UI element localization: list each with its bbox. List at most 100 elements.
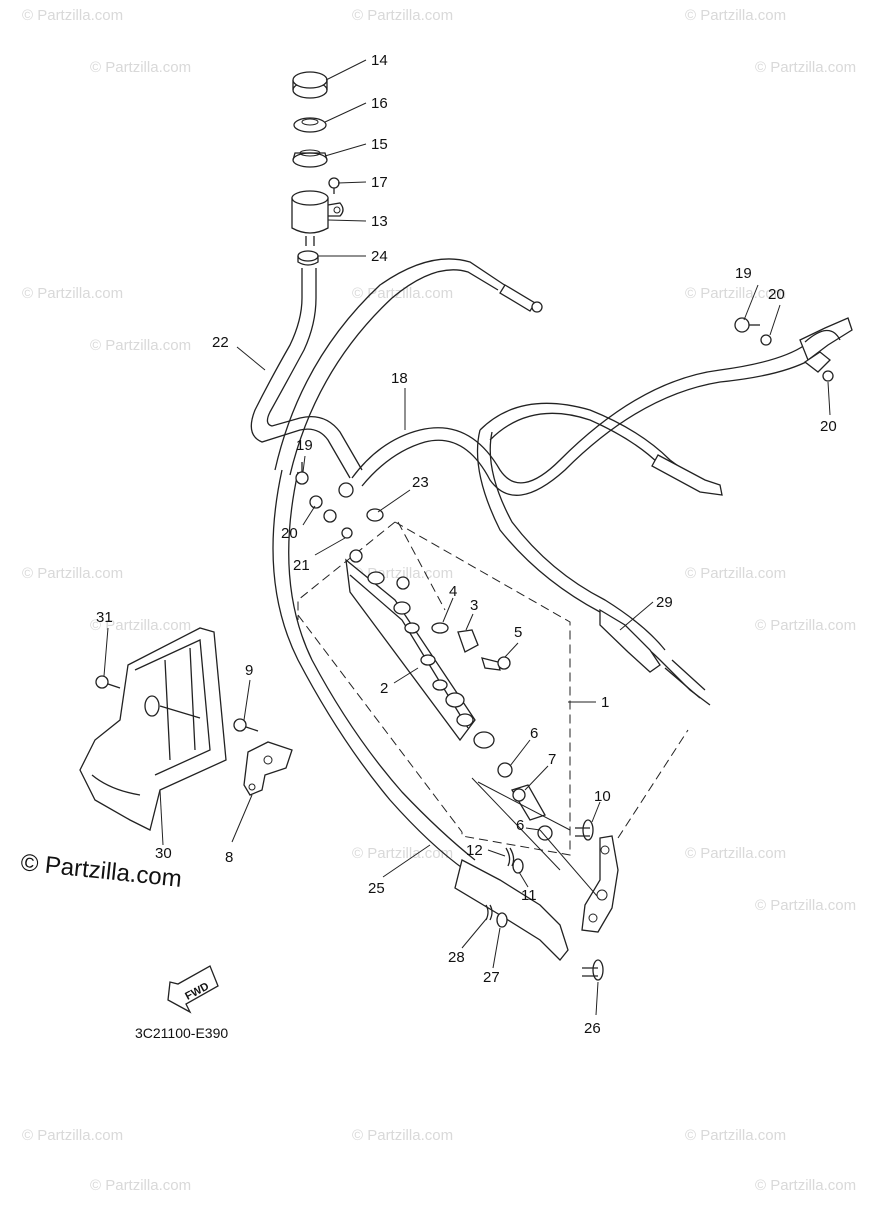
watermark: © Partzilla.com <box>22 285 123 302</box>
watermark: © Partzilla.com <box>22 565 123 582</box>
brake-cable-lower <box>272 469 569 961</box>
watermark: © Partzilla.com <box>90 337 191 354</box>
clutch-cable <box>476 429 711 706</box>
callout-6[interactable]: 6 <box>516 817 524 834</box>
watermark-layer: © Partzilla.com © Partzilla.com © Partzi… <box>22 7 856 1194</box>
callout-14[interactable]: 14 <box>371 52 388 69</box>
copper-washer <box>341 527 353 539</box>
callout-25[interactable]: 25 <box>368 880 385 897</box>
brake-cable-upper <box>351 317 853 496</box>
watermark: © Partzilla.com <box>685 565 786 582</box>
master-cylinder <box>345 558 495 749</box>
callout-29[interactable]: 29 <box>656 594 673 611</box>
hose-joint <box>338 482 354 498</box>
callout-6[interactable]: 6 <box>530 725 538 742</box>
callout-3[interactable]: 3 <box>470 597 478 614</box>
bolt <box>481 656 511 671</box>
nut <box>497 762 513 778</box>
pin <box>575 819 594 841</box>
callout-31[interactable]: 31 <box>96 609 113 626</box>
callout-30[interactable]: 30 <box>155 845 172 862</box>
watermark: © Partzilla.com <box>352 7 453 24</box>
hose-clip <box>366 508 384 522</box>
callout-22[interactable]: 22 <box>212 334 229 351</box>
callout-12[interactable]: 12 <box>466 842 483 859</box>
callout-20[interactable]: 20 <box>820 418 837 435</box>
callout-23[interactable]: 23 <box>412 474 429 491</box>
watermark: © Partzilla.com <box>685 1127 786 1144</box>
assembly-outline <box>471 777 571 871</box>
callout-28[interactable]: 28 <box>448 949 465 966</box>
callout-27[interactable]: 27 <box>483 969 500 986</box>
callout-11[interactable]: 11 <box>521 887 537 904</box>
screw <box>328 177 340 194</box>
copper-washer <box>323 509 337 523</box>
callout-10[interactable]: 10 <box>594 788 611 805</box>
callout-17[interactable]: 17 <box>371 174 388 191</box>
callout-24[interactable]: 24 <box>371 248 388 265</box>
assembly-outline <box>539 829 598 897</box>
callout-1[interactable]: 1 <box>601 694 609 711</box>
callout-5[interactable]: 5 <box>514 624 522 641</box>
watermark: © Partzilla.com <box>685 285 786 302</box>
watermark: © Partzilla.com <box>685 845 786 862</box>
copper-washer <box>760 334 772 346</box>
watermark: © Partzilla.com <box>22 7 123 24</box>
watermark: © Partzilla.com <box>685 7 786 24</box>
bracket <box>243 741 293 796</box>
callout-labels: 14 16 15 17 13 24 22 18 19 20 20 19 20 2… <box>96 52 837 1037</box>
bolt <box>233 718 259 732</box>
callout-15[interactable]: 15 <box>371 136 388 153</box>
hose-clamp <box>297 250 319 266</box>
assembly-outline <box>297 521 571 856</box>
watermark: © Partzilla.com <box>352 845 453 862</box>
assembly-outline <box>617 729 689 839</box>
copper-washer <box>349 549 363 563</box>
callout-7[interactable]: 7 <box>548 751 556 768</box>
banjo-bolt-left <box>295 462 309 485</box>
callout-2[interactable]: 2 <box>380 680 388 697</box>
callout-21[interactable]: 21 <box>293 557 310 574</box>
callout-20[interactable]: 20 <box>768 286 785 303</box>
watermark: © Partzilla.com <box>90 1177 191 1194</box>
callout-26[interactable]: 26 <box>584 1020 601 1037</box>
callout-13[interactable]: 13 <box>371 213 388 230</box>
push-rod <box>511 784 546 821</box>
o-ring <box>431 622 449 634</box>
reservoir <box>291 190 344 246</box>
diagram-code: 3C21100-E390 <box>135 1025 228 1041</box>
fwd-arrow-icon: FWD <box>167 965 219 1014</box>
callout-18[interactable]: 18 <box>391 370 408 387</box>
watermark: © Partzilla.com <box>90 617 191 634</box>
pin <box>582 959 604 981</box>
copper-washer <box>822 370 834 382</box>
washer <box>512 858 524 874</box>
callout-4[interactable]: 4 <box>449 583 457 600</box>
banjo-bolt-right <box>734 317 760 333</box>
heat-shield <box>79 627 227 831</box>
watermark: © Partzilla.com <box>22 1127 123 1144</box>
hose-joint <box>457 629 479 653</box>
watermark: © Partzilla.com <box>90 59 191 76</box>
watermark: © Partzilla.com <box>755 1177 856 1194</box>
diaphragm <box>292 149 328 168</box>
throttle-cable <box>274 258 543 476</box>
reservoir-cap <box>292 71 328 99</box>
leader-lines <box>103 59 831 1016</box>
washer <box>496 912 508 928</box>
cotter-pin <box>505 847 515 867</box>
callout-19[interactable]: 19 <box>735 265 752 282</box>
brake-pedal-arm <box>581 835 619 933</box>
bolt <box>95 675 121 689</box>
callout-8[interactable]: 8 <box>225 849 233 866</box>
watermark: © Partzilla.com <box>755 617 856 634</box>
copper-washer <box>309 495 323 509</box>
callout-20[interactable]: 20 <box>281 525 298 542</box>
watermark: © Partzilla.com <box>755 59 856 76</box>
watermark: © Partzilla.com <box>352 285 453 302</box>
rear-brake-cable <box>479 402 723 496</box>
callout-16[interactable]: 16 <box>371 95 388 112</box>
callout-19[interactable]: 19 <box>296 437 313 454</box>
callout-9[interactable]: 9 <box>245 662 253 679</box>
